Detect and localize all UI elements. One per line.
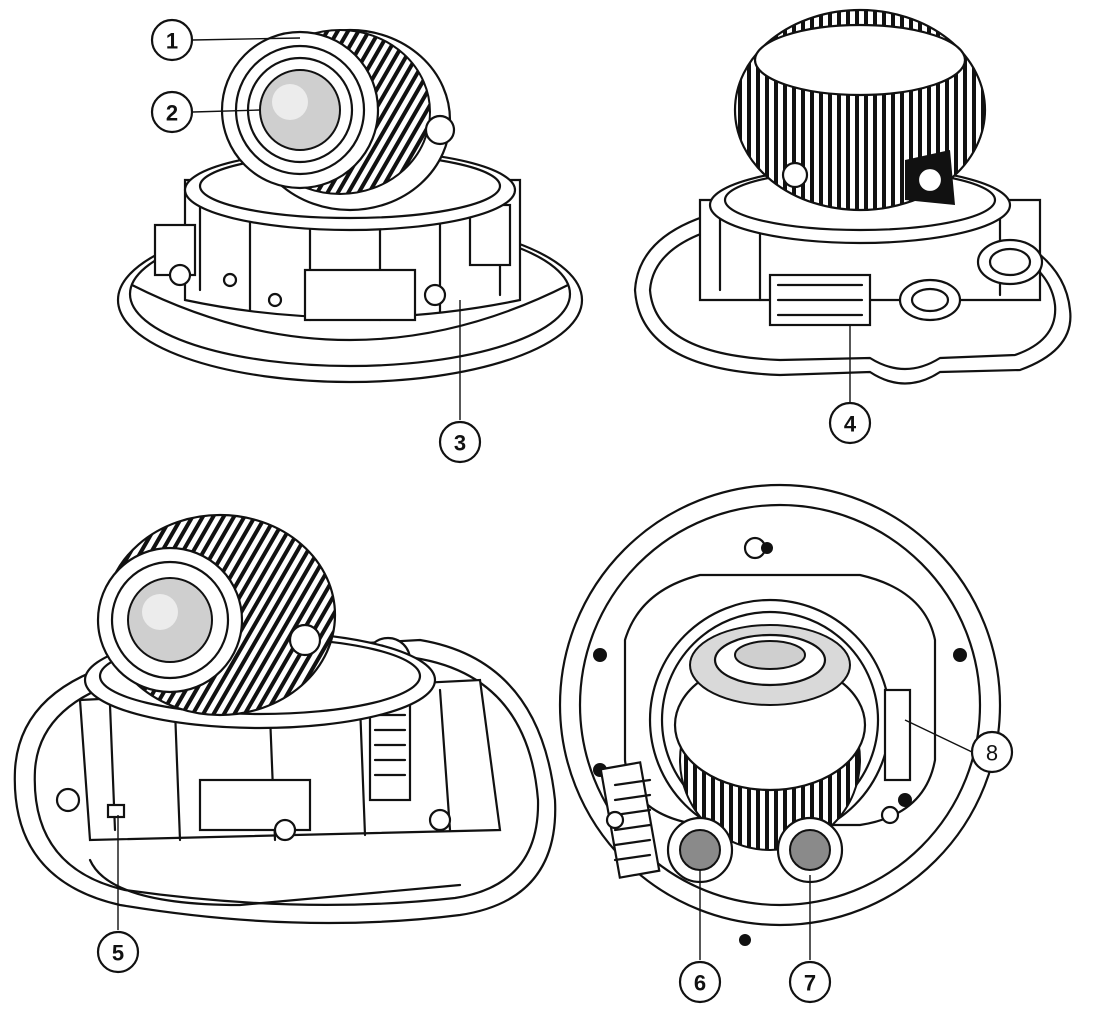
callout-3: 3 [438,420,482,464]
callout-8: 8 [970,730,1014,774]
camera-view-top [558,483,1002,946]
camera-view-angled [13,513,557,925]
svg-text:1: 1 [166,29,178,54]
camera-view-front [116,28,584,384]
leader-lines [117,37,973,960]
callout-1: 1 [150,18,194,62]
callout-5: 5 [96,930,140,974]
svg-text:8: 8 [986,741,998,766]
svg-text:3: 3 [454,431,466,456]
svg-text:5: 5 [112,941,124,966]
callout-2: 2 [150,90,194,134]
callout-4: 4 [828,401,872,445]
svg-text:7: 7 [804,971,816,996]
svg-text:6: 6 [694,971,706,996]
callout-6: 6 [678,960,722,1004]
svg-text:4: 4 [844,412,857,437]
callout-7: 7 [788,960,832,1004]
camera-view-rear [633,8,1072,385]
svg-text:2: 2 [166,101,178,126]
